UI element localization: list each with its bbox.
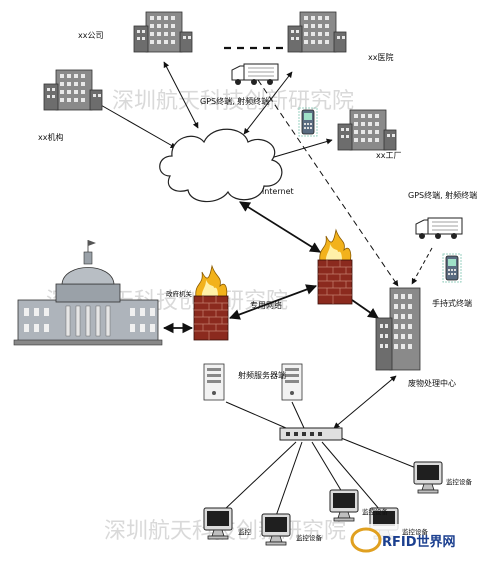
link-factory-internet bbox=[263, 138, 333, 162]
gps-top-label: GPS终端, 射频终端 bbox=[200, 96, 269, 106]
link-agency-internet bbox=[91, 99, 177, 149]
link-hospital-internet bbox=[243, 71, 293, 135]
logo-text: RFID世界网 bbox=[382, 534, 456, 550]
monitor-5-icon bbox=[413, 461, 443, 494]
monitor-3-label: 监控设备 bbox=[362, 507, 389, 516]
handheld-label: 手持式终端 bbox=[432, 298, 472, 308]
center-firewall-icon bbox=[317, 229, 353, 305]
link-truck-center bbox=[411, 247, 433, 285]
hospital-building-icon bbox=[287, 11, 347, 53]
monitor-4-label: 监控设备 bbox=[402, 527, 429, 536]
link-server-switch bbox=[225, 401, 287, 429]
waste-center-label: 废物处理中心 bbox=[408, 378, 456, 388]
network-switch-icon bbox=[279, 427, 343, 441]
rf-server-label: 射频服务器端 bbox=[238, 370, 286, 380]
connections bbox=[91, 61, 433, 517]
factory-label: xx工厂 bbox=[376, 151, 401, 160]
government-firewall-label: 政府机关 bbox=[166, 289, 193, 298]
link-switch-monitor5 bbox=[335, 435, 417, 469]
truck-right-icon bbox=[415, 217, 463, 240]
monitor-1-label: 监控 bbox=[238, 527, 252, 536]
link-switch-monitor3 bbox=[311, 441, 343, 493]
handheld-right-icon bbox=[442, 253, 462, 283]
link-switch-monitor1 bbox=[223, 441, 297, 511]
government-building-icon bbox=[13, 240, 163, 346]
link-center-switch bbox=[333, 375, 397, 429]
factory-building-icon bbox=[337, 109, 397, 151]
handheld-top-icon bbox=[298, 107, 318, 137]
hospital-label: xx医院 bbox=[368, 52, 393, 62]
gps-right-label: GPS终端, 射频终端 bbox=[408, 190, 477, 200]
rfid-world-logo: RFID世界网 bbox=[350, 524, 478, 554]
company-label: xx公司 bbox=[78, 31, 103, 40]
monitor-5-label: 监控设备 bbox=[446, 477, 473, 486]
agency-label: xx机构 bbox=[38, 132, 63, 142]
link-switch-monitor4 bbox=[321, 441, 381, 511]
link-server2-switch bbox=[291, 401, 305, 429]
internet-label: internet bbox=[262, 187, 294, 196]
link-firewalls-dedicated bbox=[228, 284, 318, 320]
truck-top-icon bbox=[231, 63, 279, 86]
internet-cloud-icon bbox=[159, 128, 283, 203]
rf-server-1-icon bbox=[203, 363, 225, 401]
link-firewall-center bbox=[351, 299, 379, 319]
link-internet-firewall bbox=[239, 201, 321, 253]
monitor-3-icon bbox=[329, 489, 359, 522]
monitor-2-label: 监控设备 bbox=[296, 533, 323, 542]
company-building-icon bbox=[133, 11, 193, 53]
waste-center-building-icon bbox=[375, 287, 421, 371]
link-switch-monitor2 bbox=[275, 441, 303, 517]
government-firewall-icon bbox=[193, 265, 229, 341]
agency-building-icon bbox=[43, 69, 103, 111]
dedicated-network-label: 专用网络 bbox=[250, 300, 282, 310]
link-company-internet bbox=[163, 61, 199, 129]
rf-server-2-icon bbox=[281, 363, 303, 401]
link-gpsdata-center bbox=[257, 79, 399, 287]
